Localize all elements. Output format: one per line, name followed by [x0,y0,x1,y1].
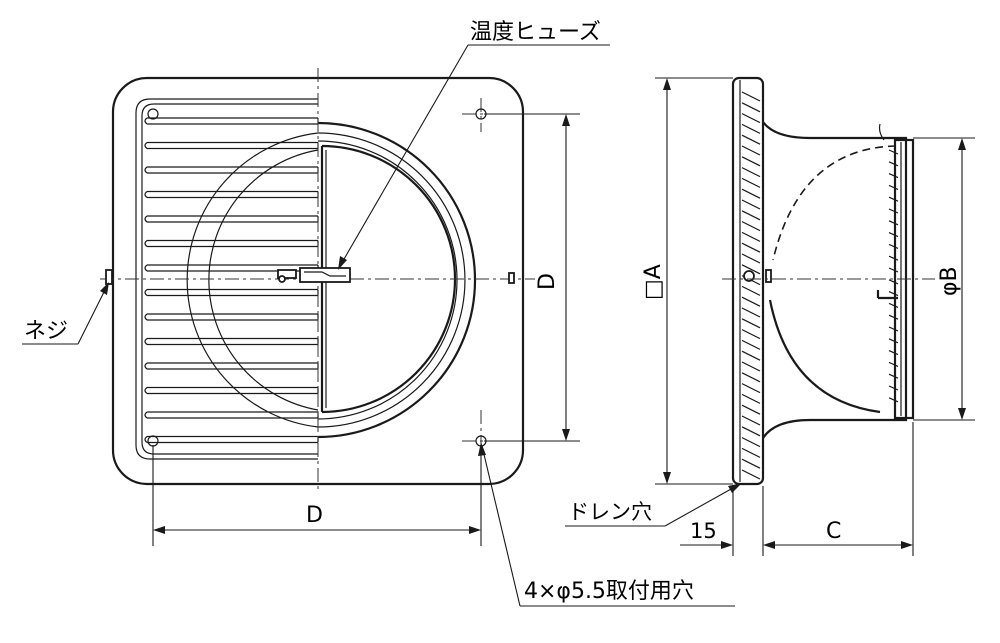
louver-slat [144,411,319,419]
label-temperature-fuse: 温度ヒューズ [470,20,601,45]
louver-slat [144,166,319,174]
louver-slats [144,117,319,444]
duct-circle-right [317,121,477,439]
side-view [722,76,935,486]
louver-slat [144,337,319,346]
mount-hole-bottom-left [147,435,159,447]
dim-label-diameter-b: φB [937,266,962,296]
dimension-lines [152,77,975,556]
dim-label-c: C [826,519,841,544]
temperature-fuse-part [277,267,351,283]
louver-slat [144,386,319,395]
damper-arc [772,145,897,261]
side-louver-hatch [741,91,761,480]
louver-slat [144,288,319,297]
louver-slat [144,117,319,125]
dim-label-square-a: □A [641,264,666,300]
louver-slat [144,215,319,223]
louver-slat [144,362,319,370]
front-view [100,68,535,492]
side-flange [731,76,765,486]
louver-slat [144,190,319,199]
mount-hole-top-left [147,108,159,120]
louver-slat [144,239,319,248]
louver-slat [144,141,319,150]
screw-part [105,269,113,285]
louver-slat [144,313,319,321]
label-screw: ネジ [24,319,68,344]
louver-slat [144,435,319,444]
dim-label-d-vertical: D [535,273,560,290]
side-hood-body [762,121,908,439]
side-hood-front [893,138,915,420]
dim-label-d-horizontal: D [306,503,323,528]
dim-label-15: 15 [690,519,717,543]
label-drain-hole: ドレン穴 [568,500,652,524]
label-mounting-holes: 4×φ5.5取付用穴 [524,579,694,604]
text-labels: 温度ヒューズ ネジ ドレン穴 4×φ5.5取付用穴 D D □A φB C 15 [24,20,962,604]
leader-lines [22,44,742,607]
